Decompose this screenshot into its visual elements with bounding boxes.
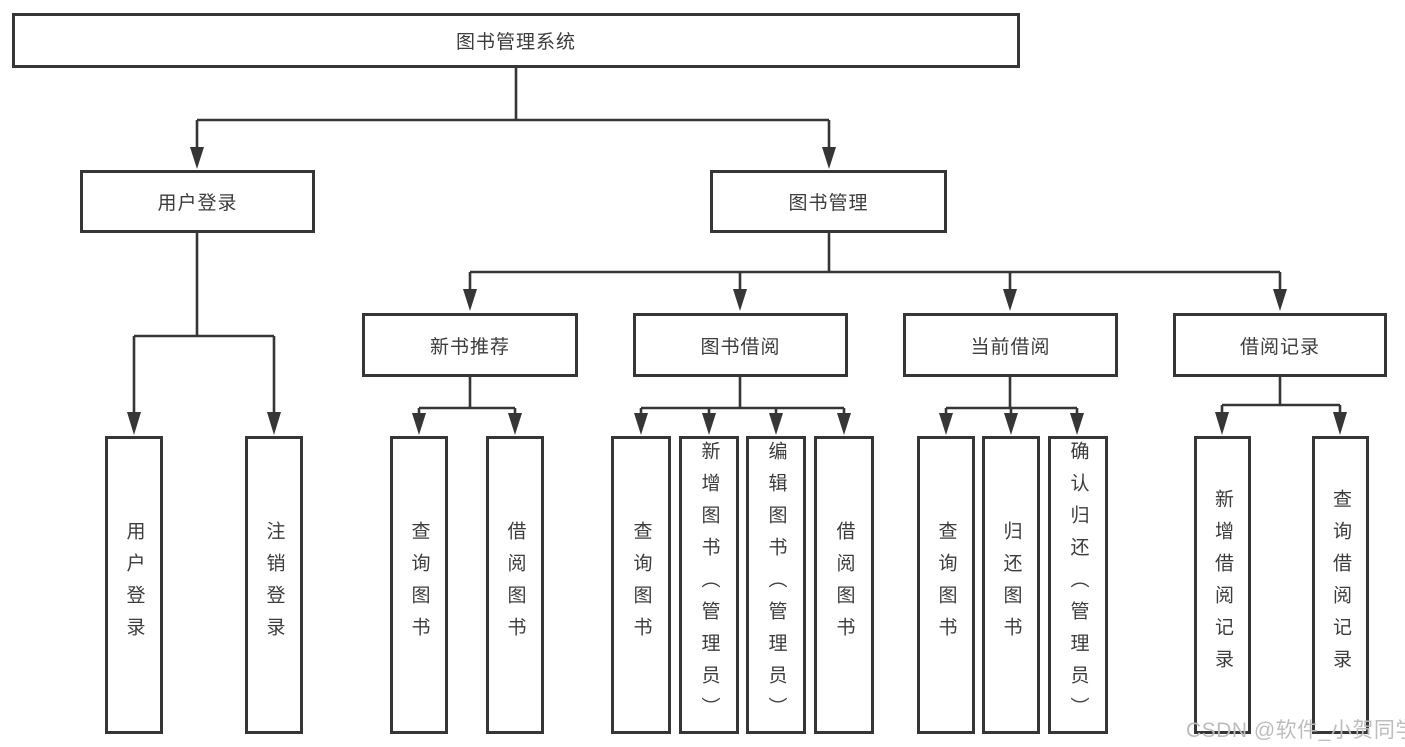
node-current-borrow: 当前借阅 — [903, 313, 1118, 377]
node-root: 图书管理系统 — [12, 13, 1020, 68]
leaf-borrow-books-recommend: 借阅图书 — [486, 436, 544, 734]
leaf-add-borrow-record: 新增借阅记录 — [1194, 436, 1251, 734]
leaf-logout: 注销登录 — [245, 436, 303, 734]
leaf-query-books-recommend: 查询图书 — [390, 436, 448, 734]
csdn-watermark: CSDN @软件_小贺同学 — [1186, 719, 1405, 742]
node-user-login: 用户登录 — [80, 170, 315, 233]
leaf-query-books-current: 查询图书 — [917, 436, 975, 734]
leaf-query-borrow-record: 查询借阅记录 — [1312, 436, 1369, 734]
leaf-return-books: 归还图书 — [982, 436, 1040, 734]
node-book-borrow: 图书借阅 — [633, 313, 848, 377]
leaf-add-books-admin: 新增图书（管理员） — [679, 436, 739, 734]
leaf-confirm-return-admin: 确认归还（管理员） — [1048, 436, 1108, 734]
leaf-edit-books-admin: 编辑图书（管理员） — [746, 436, 806, 734]
leaf-user-login: 用户登录 — [105, 436, 163, 734]
node-borrow-records: 借阅记录 — [1173, 313, 1387, 377]
node-new-book-recommend: 新书推荐 — [362, 313, 578, 377]
leaf-borrow-books: 借阅图书 — [814, 436, 874, 734]
node-book-management: 图书管理 — [710, 170, 947, 233]
leaf-query-books-borrow: 查询图书 — [611, 436, 671, 734]
